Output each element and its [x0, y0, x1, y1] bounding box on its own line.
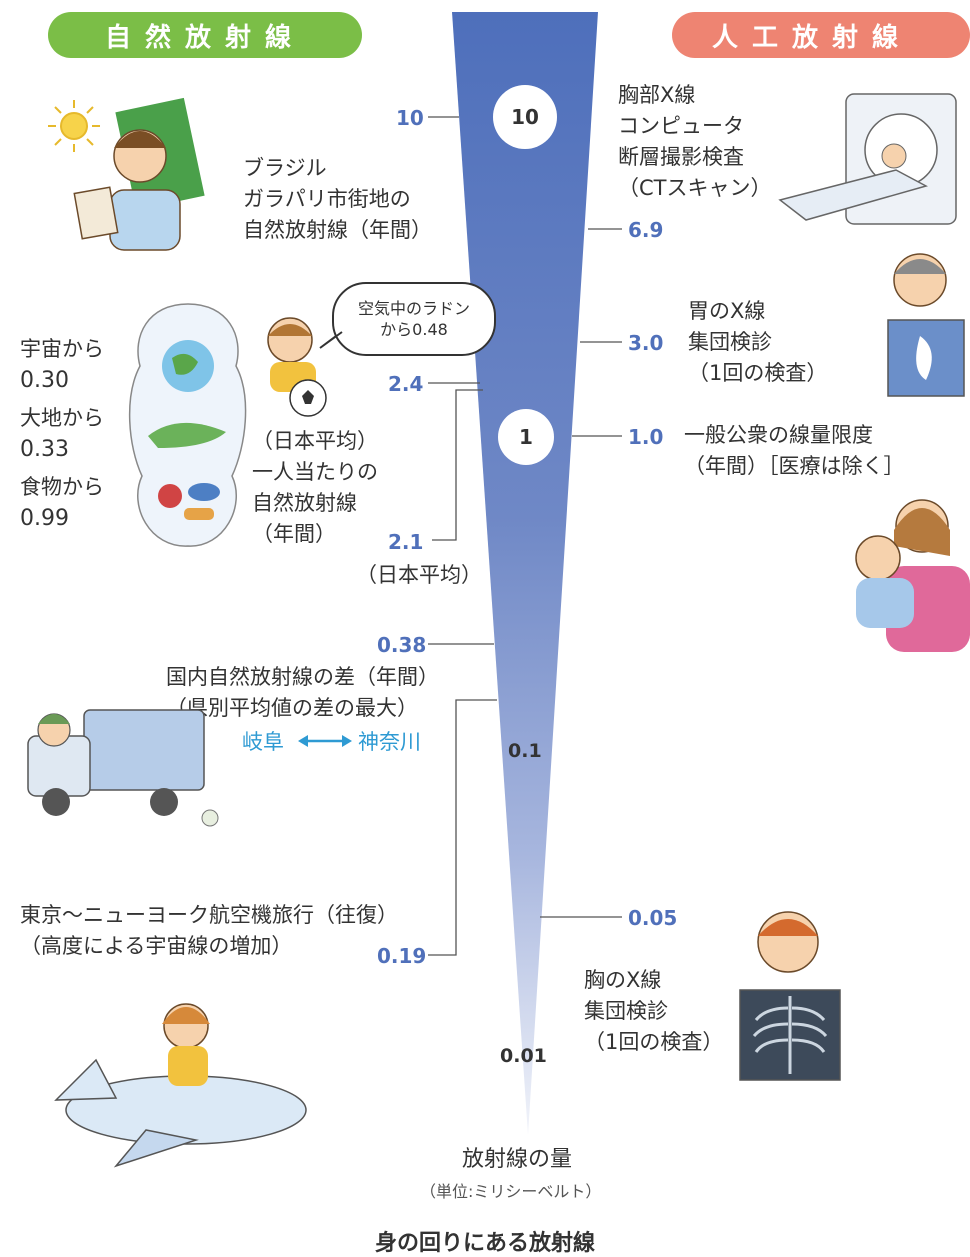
land-icon — [148, 422, 226, 448]
radon-speech-bubble: 空気中のラドン から0.48 — [332, 282, 496, 356]
diagram-caption: 身の回りにある放射線 — [374, 1231, 595, 1256]
stomach-text: 胃のX線 集団検診 （1回の検査） — [688, 299, 828, 385]
japan-average-value: 2.1 — [388, 530, 424, 554]
japan-average-sub: （日本平均） — [356, 563, 482, 587]
double-arrow-icon — [298, 735, 352, 747]
flight-value: 0.19 — [377, 944, 427, 968]
prefecture-to: 神奈川 — [358, 730, 421, 754]
flight-text: 東京〜ニューヨーク航空機旅行（往復） （高度による宇宙線の増加） — [20, 903, 398, 958]
sun-icon — [48, 100, 100, 152]
scale-label-0-1: 0.1 — [508, 740, 542, 762]
ct-value: 6.9 — [628, 218, 664, 242]
brazil-value: 10 — [396, 106, 424, 130]
unit-title: 放射線の量 — [462, 1147, 573, 1172]
earth-value: 0.33 — [20, 437, 69, 462]
brazil-man-illustration — [48, 97, 205, 251]
public-limit-value: 1.0 — [628, 425, 664, 449]
stomach-xray-man-illustration — [887, 253, 965, 397]
earth-globe-icon — [162, 340, 214, 392]
mother-baby-illustration — [855, 499, 970, 652]
radon-bubble-line2: から0.48 — [380, 320, 448, 339]
truck-illustration — [27, 709, 219, 827]
chest-text: 胸のX線 集団検診 （1回の検査） — [584, 968, 724, 1054]
scale-circle-10: 10 — [493, 85, 557, 149]
natural-radiation-header: 自然放射線 — [48, 12, 362, 58]
airplane-illustration — [54, 1003, 307, 1168]
japan-average-text: （日本平均） 一人当たりの 自然放射線 （年間） — [252, 429, 378, 546]
child-soccer-illustration — [267, 317, 327, 417]
ct-text: 胸部X線 コンピュータ 断層撮影検査 （CTスキャン） — [618, 83, 772, 200]
space-label: 宇宙から — [20, 337, 104, 361]
prefecture-from: 岐阜 — [242, 730, 284, 754]
brazil-text: ブラジル ガラパリ市街地の 自然放射線（年間） — [243, 156, 432, 242]
prefecture-text: 国内自然放射線の差（年間） （県別平均値の差の最大） — [166, 665, 439, 720]
artificial-radiation-header: 人工放射線 — [672, 12, 970, 58]
food-label: 食物から — [20, 475, 104, 499]
radon-bubble-line1: 空気中のラドン — [357, 299, 470, 318]
scale-circle-1: 1 — [498, 409, 554, 465]
bubble-tail — [319, 331, 343, 349]
chest-value: 0.05 — [628, 906, 678, 930]
radon-value: 2.4 — [388, 372, 424, 396]
space-value: 0.30 — [20, 368, 69, 393]
food-icon — [158, 483, 220, 520]
scale-label-0-01: 0.01 — [500, 1045, 547, 1067]
public-limit-text: 一般公衆の線量限度 （年間）［医療は除く］ — [684, 423, 905, 478]
unit-subtitle: （単位:ミリシーベルト） — [420, 1182, 602, 1201]
sources-cloud — [128, 303, 247, 547]
radiation-funnel — [452, 12, 598, 1135]
earth-label: 大地から — [20, 406, 104, 430]
food-value: 0.99 — [20, 506, 69, 531]
ct-scanner-illustration — [778, 93, 957, 225]
stomach-value: 3.0 — [628, 331, 664, 355]
chest-xray-man-illustration — [739, 911, 841, 1081]
prefecture-value: 0.38 — [377, 633, 427, 657]
